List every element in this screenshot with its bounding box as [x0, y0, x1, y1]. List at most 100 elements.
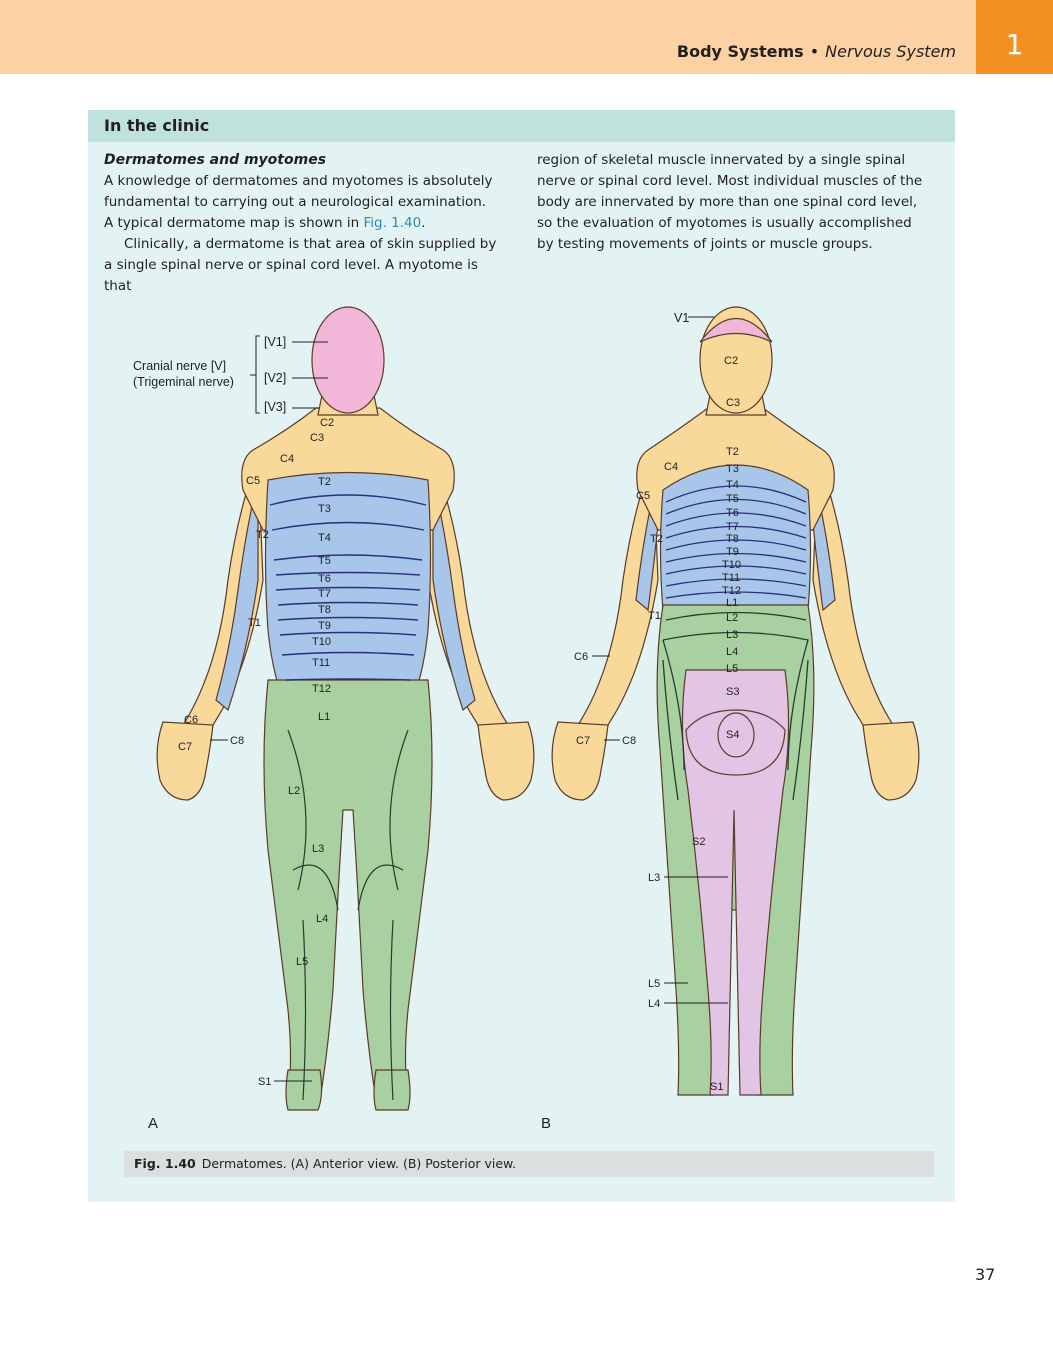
anterior-right-hand	[477, 721, 535, 801]
spine-t11: T11	[722, 572, 740, 584]
anterior-left-hand	[156, 721, 214, 801]
anterior-legs	[263, 679, 433, 1101]
post-label-t1: T1	[648, 610, 661, 622]
figure-link[interactable]: Fig. 1.40	[363, 215, 422, 231]
spine-l2: L2	[726, 612, 738, 624]
label-t1: T1	[248, 617, 261, 629]
posterior-thoracic-bands	[665, 485, 807, 599]
post-label-l3: L3	[648, 872, 660, 884]
running-head-separator: •	[809, 42, 820, 61]
post-label-l4: L4	[648, 998, 660, 1010]
post-label-s1: S1	[710, 1081, 723, 1093]
post-label-c8: C8	[622, 735, 636, 747]
label-c7: C7	[178, 741, 192, 753]
cranial-nerve-label: Cranial nerve [V]	[133, 359, 226, 373]
paragraph-4: region of skeletal muscle innervated by …	[537, 152, 923, 252]
post-label-l5: L5	[648, 978, 660, 990]
label-t5: T5	[318, 555, 331, 567]
label-t6: T6	[318, 573, 331, 585]
posterior-left-hand	[551, 721, 609, 801]
v2-label: [V2]	[264, 371, 286, 385]
spine-t2: T2	[726, 446, 739, 458]
dermatome-illustration: Cranial nerve [V] (Trigeminal nerve) [V1…	[133, 306, 920, 1132]
posterior-trunk	[659, 464, 812, 611]
posterior-s4	[717, 712, 755, 758]
anterior-labels: Cranial nerve [V] (Trigeminal nerve) [V1…	[133, 335, 334, 1132]
v3-label: [V3]	[264, 400, 286, 414]
trigeminal-bracket	[250, 335, 260, 414]
post-label-s3: S3	[726, 686, 739, 698]
spine-l5: L5	[726, 663, 738, 675]
chapter-number: 1	[1005, 28, 1024, 61]
clinic-header: In the clinic	[88, 110, 955, 142]
paragraph-3: Clinically, a dermatome is that area of …	[104, 236, 497, 294]
subheading: Dermatomes and myotomes	[104, 152, 327, 168]
posterior-sacral	[681, 669, 790, 1096]
clinic-box: In the clinic Dermatomes and myotomes A …	[88, 110, 955, 1202]
label-t10: T10	[312, 636, 331, 648]
posterior-right-hand	[862, 721, 920, 801]
label-t8: T8	[318, 604, 331, 616]
label-t3: T3	[318, 503, 331, 515]
page-number: 37	[975, 1265, 996, 1284]
post-label-c7: C7	[576, 735, 590, 747]
label-l3: L3	[312, 843, 324, 855]
dermatome-figure: Cranial nerve [V] (Trigeminal nerve) [V1…	[88, 110, 955, 1202]
spine-t4: T4	[726, 479, 739, 491]
spine-t7: T7	[726, 521, 739, 533]
chapter-tab: 1	[976, 0, 1053, 74]
anterior-trunk	[264, 471, 432, 711]
text-column-left: Dermatomes and myotomes A knowledge of d…	[104, 150, 499, 297]
spine-t8: T8	[726, 533, 739, 545]
spine-t3: T3	[726, 463, 739, 475]
posterior-lumbar-arcs	[662, 611, 809, 801]
label-c2: C2	[320, 417, 334, 429]
spine-t5: T5	[726, 493, 739, 505]
label-l4: L4	[316, 913, 328, 925]
posterior-head-v1	[699, 318, 773, 343]
paragraph-2-end: .	[421, 215, 426, 231]
post-label-c5: C5	[636, 490, 650, 502]
label-s1: S1	[258, 1076, 271, 1088]
label-t11: T11	[312, 657, 330, 669]
label-l2: L2	[288, 785, 300, 797]
label-t12: T12	[312, 683, 331, 695]
label-l5: L5	[296, 956, 308, 968]
trigeminal-label: (Trigeminal nerve)	[133, 375, 234, 389]
spine-l1: L1	[726, 597, 738, 609]
label-t4: T4	[318, 532, 331, 544]
post-label-c6: C6	[574, 651, 588, 663]
running-head-subsystem: Nervous System	[825, 42, 956, 61]
panel-a-label: A	[148, 1115, 158, 1132]
label-c6: C6	[184, 714, 198, 726]
running-head: Body Systems • Nervous System	[677, 42, 956, 61]
v1-label: [V1]	[264, 335, 286, 349]
running-head-system: Body Systems	[676, 42, 804, 61]
label-c4: C4	[280, 453, 294, 465]
posterior-labels: V1 C2 C3 C4 C5 T2 T1 C6 C7 C8 T2 T3 T4 T…	[541, 311, 741, 1132]
spine-t12: T12	[722, 585, 741, 597]
spine-t10: T10	[722, 559, 741, 571]
trigeminal-leader-lines	[292, 341, 328, 409]
panel-b-label: B	[541, 1115, 551, 1132]
label-c8: C8	[230, 735, 244, 747]
post-label-s2: S2	[692, 836, 705, 848]
spine-t6: T6	[726, 507, 739, 519]
label-t7: T7	[318, 588, 331, 600]
header-band	[0, 0, 976, 74]
post-label-t2: T2	[650, 533, 663, 545]
anterior-left-arm-t1	[215, 477, 259, 712]
post-label-c2: C2	[724, 355, 738, 367]
post-label-c4: C4	[664, 461, 678, 473]
paragraph-2: A typical dermatome map is shown in Fig.…	[104, 213, 499, 234]
spine-l3: L3	[726, 629, 738, 641]
spine-l4: L4	[726, 646, 738, 658]
text-column-right: region of skeletal muscle innervated by …	[537, 150, 932, 255]
posterior-body	[551, 306, 920, 1096]
post-label-c3: C3	[726, 397, 740, 409]
label-l1: L1	[318, 711, 330, 723]
label-t2b: T2	[256, 529, 269, 541]
anterior-leg-lines	[287, 729, 409, 1101]
label-c3: C3	[310, 432, 324, 444]
